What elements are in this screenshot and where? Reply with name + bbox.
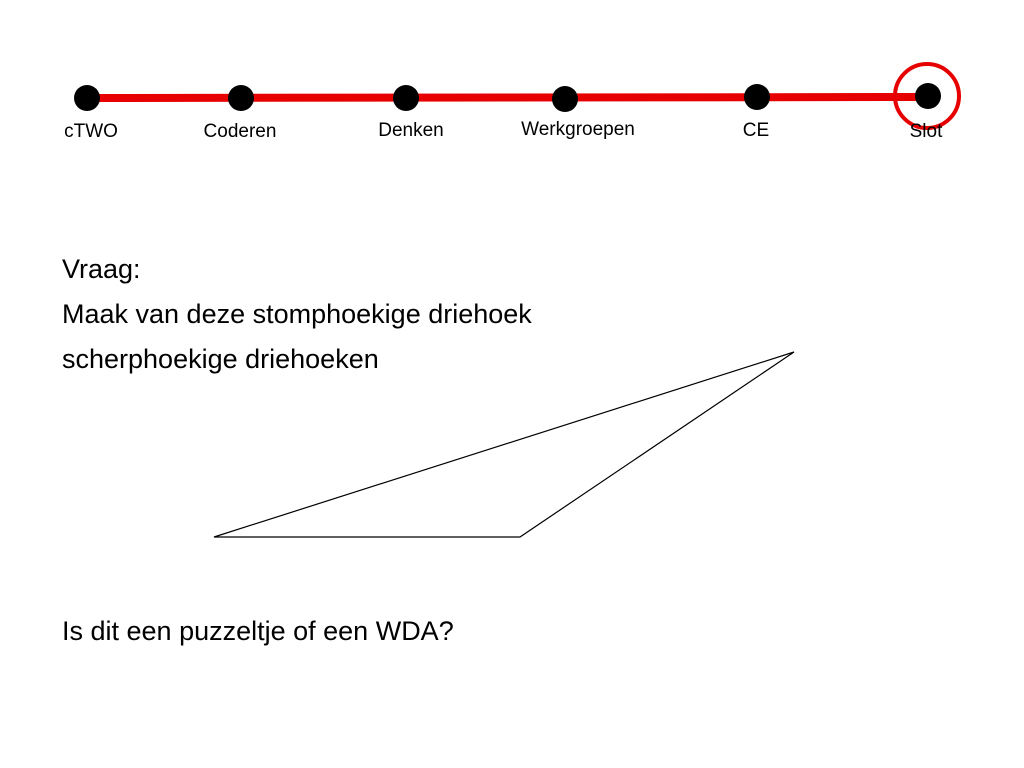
timeline-step-marker-slot (915, 83, 941, 109)
question-heading: Vraag: (62, 254, 141, 284)
timeline (74, 62, 961, 130)
timeline-label-slot: Slot (909, 121, 943, 142)
current-step-highlight-ring (893, 62, 961, 130)
timeline-step-marker-ce (744, 84, 770, 110)
timeline-step-marker-denken (393, 85, 419, 111)
timeline-step-marker-coderen (228, 85, 254, 111)
timeline-label-denken: Denken (378, 120, 444, 141)
timeline-label-coderen: Coderen (203, 121, 277, 142)
timeline-label-ce: CE (742, 120, 770, 141)
timeline-line (86, 93, 929, 102)
obtuse-triangle (213, 351, 795, 538)
footer-question: Is dit een puzzeltje of een WDA? (62, 616, 454, 646)
question-line-1: Maak van deze stomphoekige driehoek (62, 299, 532, 329)
timeline-label-ctwo: cTWO (64, 121, 118, 142)
timeline-step-marker-werkgroepen (552, 86, 578, 112)
timeline-label-werkgroepen: Werkgroepen (521, 119, 635, 140)
timeline-step-marker-ctwo (74, 85, 100, 111)
question-line-2: scherphoekige driehoeken (62, 344, 379, 374)
